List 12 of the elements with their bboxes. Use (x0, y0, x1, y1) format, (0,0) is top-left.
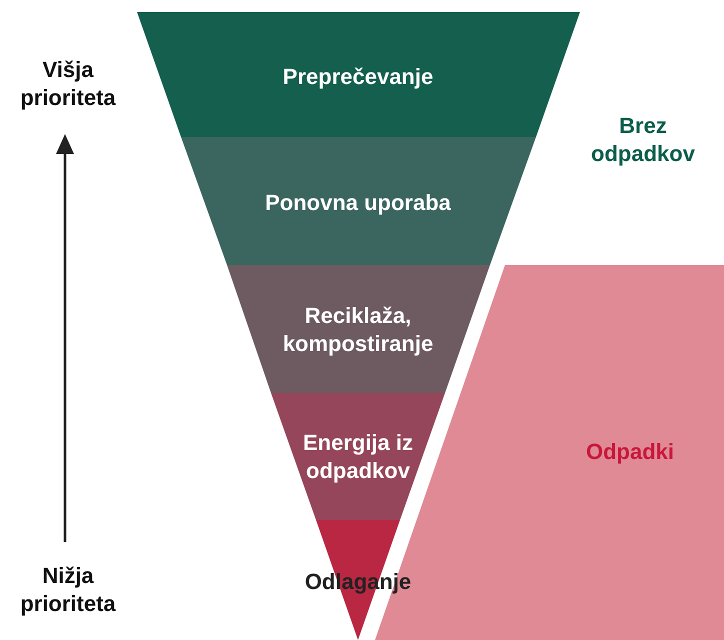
level-label: Ponovna uporaba (264, 189, 452, 217)
region-label: Brez odpadkov (590, 112, 696, 168)
pyramid-band (227, 265, 490, 393)
pyramid-band (271, 393, 445, 520)
level-label: Reciklaža, kompostiranje (282, 302, 434, 358)
pyramid-band (137, 12, 580, 137)
priority-label: Nižja prioriteta (19, 562, 117, 618)
pyramid-band (181, 137, 536, 265)
level-label: Energija iz odpadkov (302, 429, 414, 485)
region-label: Odpadki (584, 438, 675, 466)
level-label: Preprečevanje (282, 63, 434, 91)
priority-label: Višja prioriteta (19, 56, 117, 112)
